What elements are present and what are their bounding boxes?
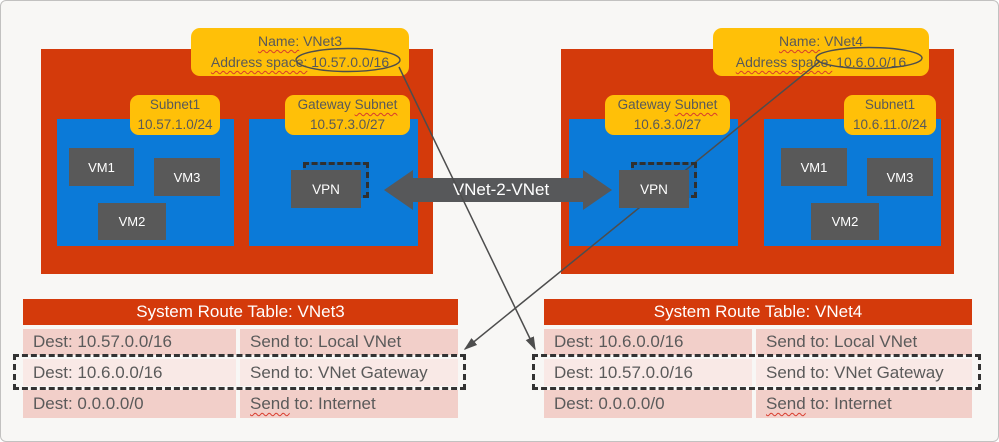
vm-label: VM3 <box>173 169 201 185</box>
route-row-highlighted: Dest: 10.57.0.0/16 Send to: VNet Gateway <box>544 359 972 386</box>
address-space-line: Address space: 10.57.0.0/16 <box>211 52 389 73</box>
vnet4-gateway-subnet-label: Gateway Subnet 10.6.3.0/27 <box>605 95 730 135</box>
route-send-cell: Send to: VNet Gateway <box>240 359 458 386</box>
route-highlight-vnet3 <box>13 354 466 390</box>
route-send-cell: Send to: Internet <box>240 390 458 418</box>
vnet4-subnet1-label: Subnet1 10.6.11.0/24 <box>844 95 936 135</box>
gateway-word: Gateway <box>297 96 351 112</box>
name-prefix: Name: <box>778 33 821 49</box>
vm-box: VM2 <box>811 203 879 240</box>
subnet-word: Subnet <box>674 96 718 112</box>
vm-box: VM3 <box>154 158 220 196</box>
subnet-word: Subnet <box>354 96 398 112</box>
vpn-label: VPN <box>312 181 340 197</box>
route-row: Dest: 0.0.0.0/0 Send to: Internet <box>544 390 972 418</box>
route-send-cell: Send to: Local VNet <box>756 329 972 355</box>
vm-box: VM2 <box>98 203 166 240</box>
connection-label: VNet-2-VNet <box>452 180 550 199</box>
address-prefix: Address space: <box>210 54 308 70</box>
route-row: Dest: 0.0.0.0/0 Send to: Internet <box>23 390 458 418</box>
vm-box: VM3 <box>867 158 933 196</box>
subnet-cidr: 10.6.3.0/27 <box>633 117 702 132</box>
vnet3-subnet1-label: Subnet1 10.57.1.0/24 <box>130 95 220 135</box>
send-word: Send <box>250 394 290 413</box>
route-dest-cell: Dest: 10.6.0.0/16 <box>544 329 752 355</box>
subnet-name: Gateway Subnet <box>298 95 398 115</box>
route-send-cell: Send to: Internet <box>756 390 972 418</box>
route-table-vnet3: System Route Table: VNet3 Dest: 10.57.0.… <box>23 299 458 418</box>
gateway-word: Gateway <box>617 96 671 112</box>
vm-box: VM1 <box>781 148 847 186</box>
address-space-value: 10.6.0.0/16 <box>836 54 907 70</box>
subnet-name: Subnet1 <box>864 96 916 112</box>
route-row-highlighted: Dest: 10.6.0.0/16 Send to: VNet Gateway <box>23 359 458 386</box>
vnet3-gateway-subnet-label: Gateway Subnet 10.57.3.0/27 <box>285 95 410 135</box>
route-dest-cell: Dest: 0.0.0.0/0 <box>544 390 752 418</box>
send-rest: to: Internet <box>805 394 892 413</box>
route-dest-cell: Dest: 10.6.0.0/16 <box>23 359 236 386</box>
route-dest-cell: Dest: 0.0.0.0/0 <box>23 390 236 418</box>
vnet4-name-label: Name: VNet4 Address space: 10.6.0.0/16 <box>713 28 929 76</box>
vpn-gateway-vnet3: VPN <box>291 170 361 208</box>
route-row: Dest: 10.6.0.0/16 Send to: Local VNet <box>544 329 972 355</box>
vpn-gateway-vnet4: VPN <box>619 170 689 208</box>
subnet-name: Gateway Subnet <box>618 95 718 115</box>
route-row: Dest: 10.57.0.0/16 Send to: Local VNet <box>23 329 458 355</box>
vm-box: VM1 <box>69 148 134 186</box>
route-send-cell: Send to: Local VNet <box>240 329 458 355</box>
route-table-title: System Route Table: VNet4 <box>544 299 972 325</box>
vm-label: VM3 <box>886 169 914 185</box>
subnet-cidr: 10.57.3.0/27 <box>309 117 386 132</box>
vm-label: VM1 <box>88 159 115 175</box>
route-dest-cell: Dest: 10.57.0.0/16 <box>544 359 752 386</box>
vnet-name-line: Name: VNet3 <box>258 31 342 52</box>
send-rest: to: Internet <box>289 394 376 413</box>
route-dest-cell: Dest: 10.57.0.0/16 <box>23 329 236 355</box>
address-space-value: 10.57.0.0/16 <box>311 54 390 70</box>
vpn-label: VPN <box>640 181 668 197</box>
route-highlight-vnet4 <box>532 354 981 390</box>
name-prefix: Name: <box>257 33 300 49</box>
vnet-name: VNet4 <box>824 33 864 49</box>
vm-label: VM2 <box>831 214 859 229</box>
route-table-title: System Route Table: VNet3 <box>23 299 458 325</box>
vnet-name-line: Name: VNet4 <box>779 31 863 52</box>
subnet-cidr: 10.57.1.0/24 <box>137 117 213 132</box>
vnet-name: VNet3 <box>303 33 343 49</box>
subnet-cidr: 10.6.11.0/24 <box>852 117 928 132</box>
route-send-cell: Send to: VNet Gateway <box>756 359 972 386</box>
vnet3-name-label: Name: VNet3 Address space: 10.57.0.0/16 <box>191 28 409 76</box>
address-prefix: Address space: <box>735 54 833 70</box>
vm-label: VM1 <box>800 159 828 175</box>
send-word: Send <box>766 394 806 413</box>
address-space-line: Address space: 10.6.0.0/16 <box>736 52 906 73</box>
vm-label: VM2 <box>118 214 146 229</box>
subnet-name: Subnet1 <box>149 96 201 112</box>
